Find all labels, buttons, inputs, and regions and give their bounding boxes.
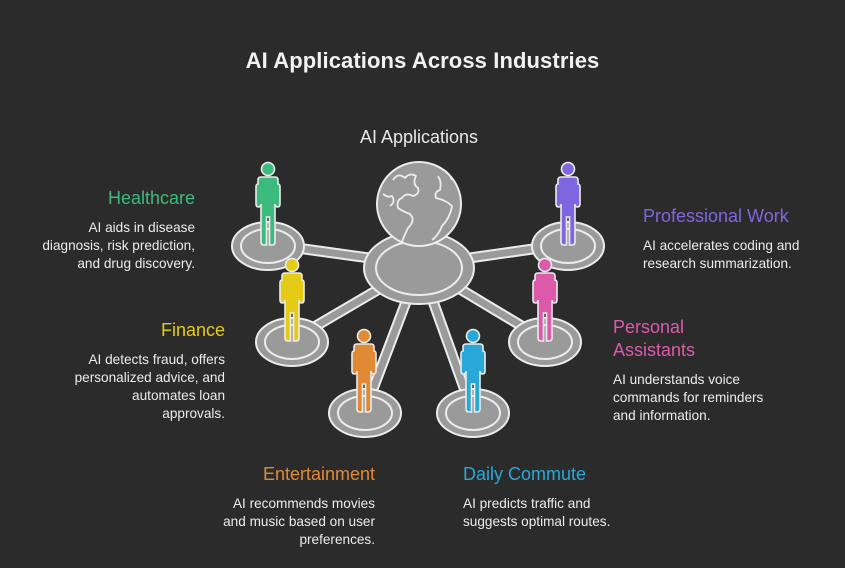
hub-label: AI Applications: [359, 127, 479, 147]
industry-heading: Entertainment: [262, 464, 375, 484]
industry-heading: Professional Work: [643, 206, 789, 226]
industry-heading: Daily Commute: [463, 464, 587, 484]
industry-entertainment: Entertainment AI recommends movies and m…: [223, 463, 375, 549]
industry-finance: Finance AI detects fraud, offers persona…: [75, 319, 225, 423]
platform-finance: [255, 317, 329, 367]
industry-heading: Personal Assistants: [613, 317, 696, 360]
industry-description: AI understands voice commands for remind…: [613, 372, 764, 423]
platform-healthcare: [231, 221, 305, 271]
platform-daily-commute: [436, 388, 510, 438]
industry-description: AI detects fraud, offers personalized ad…: [74, 352, 225, 421]
industry-professional-work: Professional Work AI accelerates coding …: [643, 205, 799, 273]
industry-description: AI accelerates coding and research summa…: [643, 238, 800, 271]
industry-description: AI predicts traffic and suggests optimal…: [463, 496, 611, 529]
industry-description: AI recommends movies and music based on …: [223, 496, 375, 547]
industry-heading: Healthcare: [107, 188, 195, 208]
platform-professional-work: [531, 221, 605, 271]
industry-healthcare: Healthcare AI aids in disease diagnosis,…: [42, 187, 195, 273]
diagram-title: AI Applications Across Industries: [245, 48, 600, 73]
industry-daily-commute: Daily Commute AI predicts traffic and su…: [463, 463, 610, 531]
industry-personal-assistants: Personal Assistants AI understands voice…: [613, 316, 763, 425]
platforms: [231, 221, 605, 438]
globe-icon: [376, 161, 462, 247]
industry-heading: Finance: [160, 320, 225, 340]
industry-description: AI aids in disease diagnosis, risk predi…: [42, 220, 195, 271]
platform-personal-assistants: [508, 317, 582, 367]
